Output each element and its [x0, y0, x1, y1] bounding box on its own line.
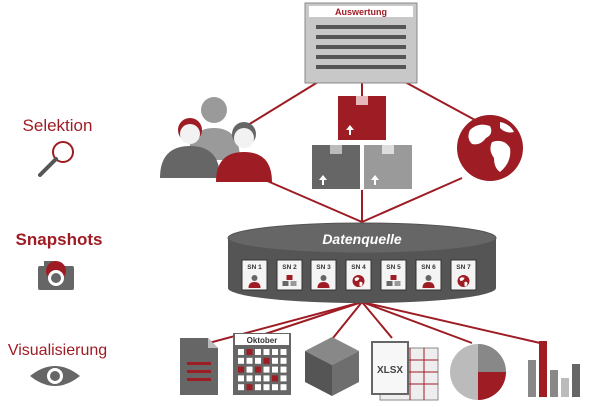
magnifier-icon: [38, 141, 74, 177]
snapshot-cards: SN 1 SN 2 SN 3 SN 4 SN 5 SN 6 SN 7: [241, 259, 477, 291]
calendar-day: [255, 375, 261, 382]
calendar-day: [238, 357, 244, 364]
snapshot-card: SN 1: [241, 259, 268, 291]
calendar-day: [263, 357, 270, 364]
connector-lines: [204, 81, 541, 345]
spreadsheet-format: XLSX: [377, 365, 403, 376]
snapshots-label: Snapshots: [15, 230, 103, 249]
calendar-day: [255, 384, 261, 391]
cube-icon: [305, 337, 359, 396]
calendar-day: [246, 349, 253, 355]
calendar-day: [238, 384, 244, 391]
snapshot-label: SN 4: [351, 264, 366, 271]
eye-icon: [30, 366, 80, 386]
document-icon: [180, 338, 218, 395]
calendar-icon: Oktober: [233, 333, 291, 395]
snapshot-card: SN 5: [380, 259, 407, 291]
calendar-day: [280, 375, 287, 382]
boxes-icon: [282, 275, 297, 286]
calendar-day: [246, 366, 253, 373]
calendar-day: [246, 357, 253, 364]
calendar-day: [280, 349, 287, 355]
visualisierung-label: Visualisierung: [7, 342, 108, 359]
person-icon: [248, 275, 261, 288]
snapshot-label: SN 2: [282, 264, 297, 271]
calendar-day: [255, 349, 261, 355]
pie-chart-icon: [450, 344, 506, 400]
data-source-cylinder: Datenquelle SN 1 SN 2 SN 3 SN 4 SN 5 SN 6 SN 7: [227, 222, 497, 303]
snapshot-card: SN 4: [345, 259, 372, 291]
boxes-icon: [386, 275, 401, 286]
calendar-day: [255, 357, 261, 364]
person-icon: [422, 275, 435, 288]
calendar-day: [280, 357, 287, 364]
report-title: Auswertung: [335, 7, 387, 17]
calendar-day: [255, 366, 261, 373]
calendar-day: [272, 375, 278, 382]
snapshot-label: SN 7: [456, 264, 471, 271]
calendar-day: [263, 384, 270, 391]
data-source-title: Datenquelle: [322, 231, 402, 247]
globe-icon: [352, 275, 365, 287]
calendar-day: [238, 366, 244, 373]
calendar-day: [272, 349, 278, 355]
calendar-day: [263, 375, 270, 382]
calendar-day: [238, 349, 244, 355]
snapshot-label: SN 5: [386, 264, 401, 271]
calendar-day: [272, 366, 278, 373]
selektion-label: Selektion: [22, 116, 93, 135]
calendar-day: [246, 384, 253, 391]
globe-icon: [457, 275, 470, 287]
report-document: Auswertung: [304, 2, 418, 84]
calendar-day: [272, 357, 278, 364]
globe-icon: [457, 115, 523, 181]
snapshot-card: SN 3: [310, 259, 337, 291]
people-icon: [160, 97, 272, 182]
bar-chart-icon: [528, 341, 580, 397]
calendar-day: [263, 349, 270, 355]
snapshot-label: SN 3: [316, 264, 331, 271]
boxes-icon: [312, 96, 412, 189]
calendar-day: [280, 384, 287, 391]
calendar-day: [280, 366, 287, 373]
snapshot-label: SN 1: [247, 264, 262, 271]
calendar-day: [238, 375, 244, 382]
snapshot-card: SN 7: [450, 259, 477, 291]
snapshot-card: SN 6: [415, 259, 442, 291]
calendar-day: [263, 366, 270, 373]
person-icon: [317, 275, 330, 288]
snapshot-card: SN 2: [276, 259, 303, 291]
calendar-month: Oktober: [247, 336, 278, 345]
calendar-day: [246, 375, 253, 382]
calendar-day: [272, 384, 278, 391]
camera-icon: [38, 261, 74, 290]
snapshot-label: SN 6: [421, 264, 436, 271]
spreadsheet-icon: XLSX: [371, 341, 439, 401]
